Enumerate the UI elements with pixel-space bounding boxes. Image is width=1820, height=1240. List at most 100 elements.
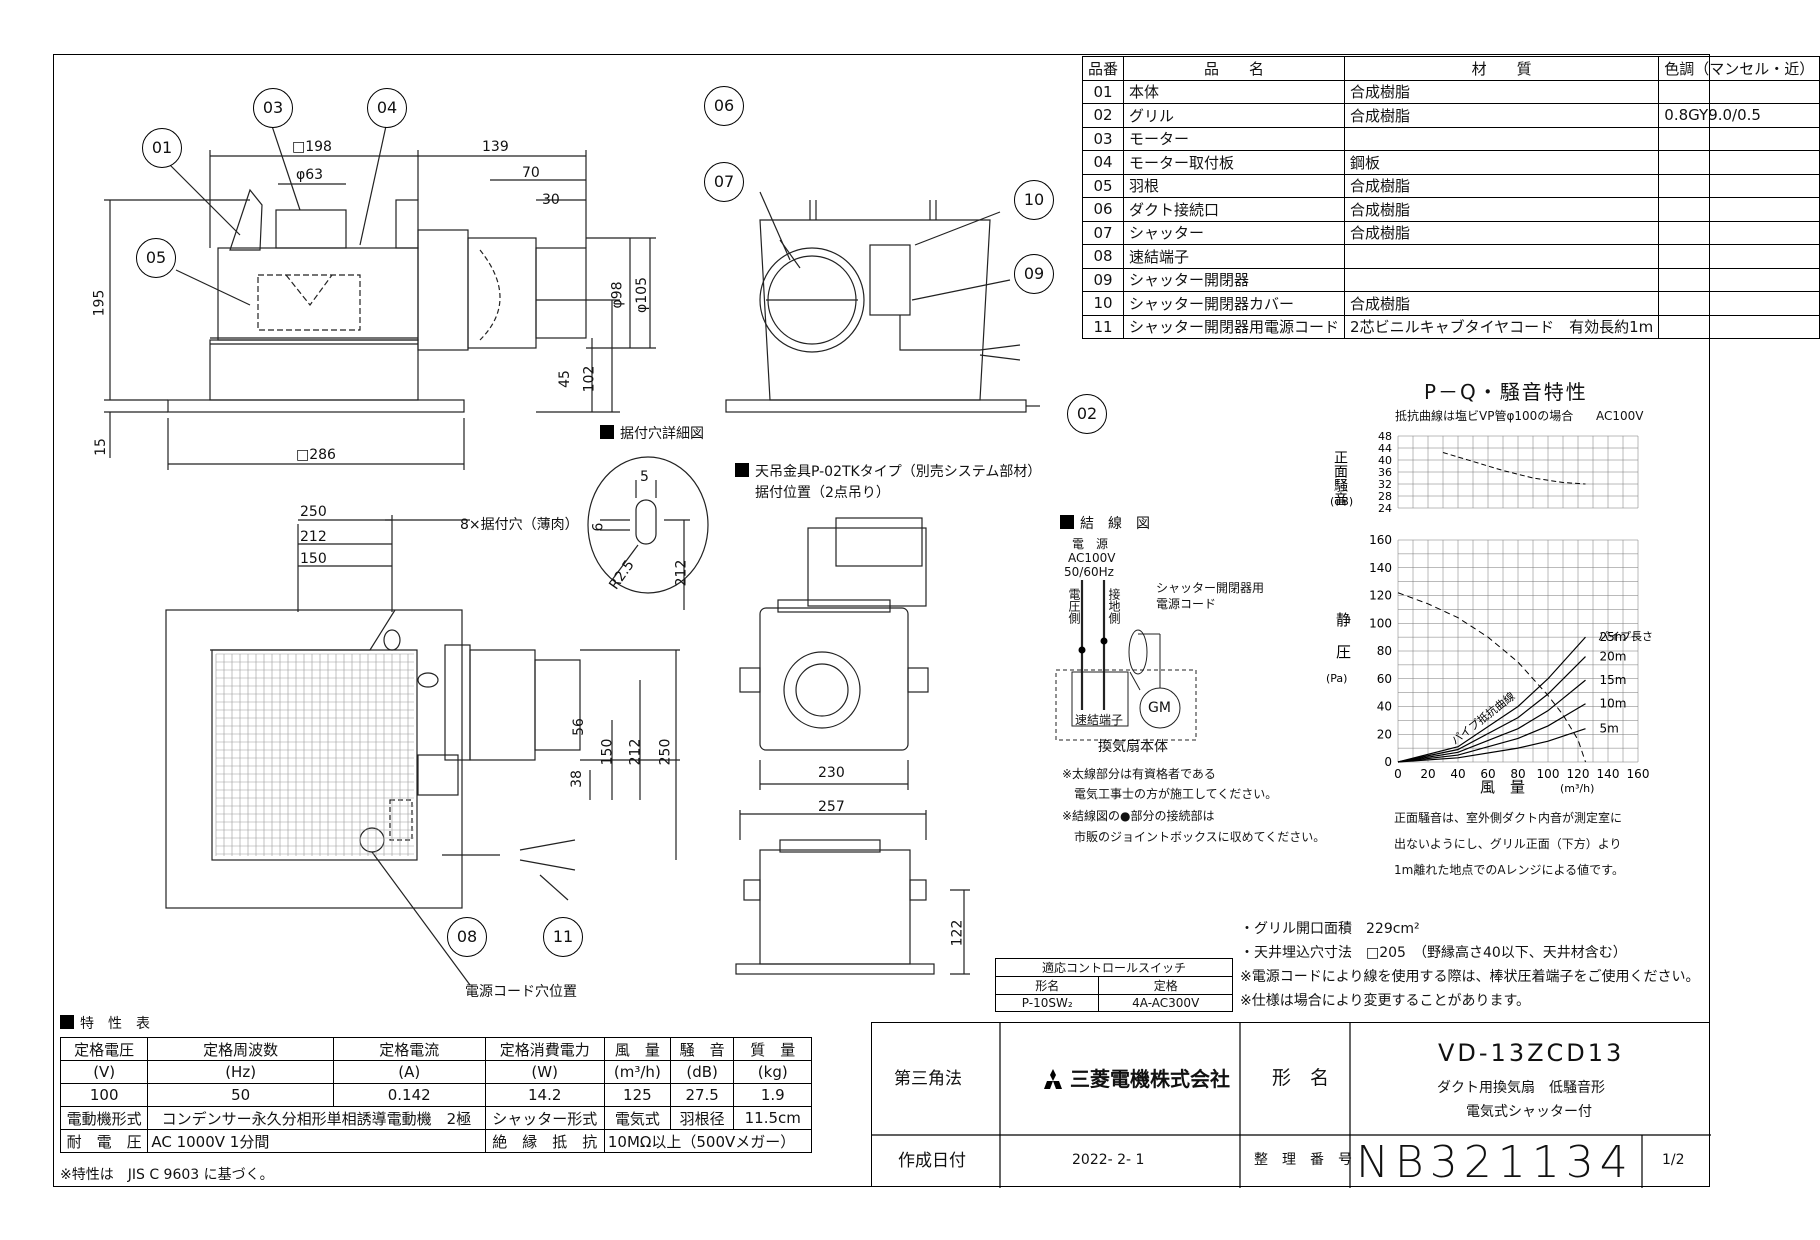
wiring-motor: GM — [1148, 700, 1171, 716]
pq-ytick: 100 — [1369, 616, 1392, 630]
dim-139: 139 — [482, 139, 509, 155]
part-material — [1344, 126, 1660, 151]
note-spec-change: ※仕様は場合により変更することがあります。 — [1240, 993, 1531, 1009]
pq-xtick: 0 — [1394, 767, 1402, 781]
spec-h2-3: (W) — [484, 1060, 605, 1084]
part-material: 合成樹脂 — [1344, 79, 1660, 104]
spec-h2-4: (m³/h) — [603, 1060, 671, 1084]
spec-h2-0: (V) — [59, 1060, 149, 1084]
pipe-label-15m: 15m — [1600, 673, 1627, 687]
pipe-curve-5m — [1397, 728, 1586, 763]
pq-ytick: 0 — [1384, 755, 1392, 769]
part-no: 01 — [1081, 79, 1125, 104]
pq-xtick: 140 — [1597, 767, 1620, 781]
pipe-curve-10m — [1397, 703, 1586, 763]
spec-blade-label: 羽根径 — [669, 1106, 735, 1130]
drawing-frame — [53, 54, 1710, 1187]
wiring-power-2: AC100V — [1068, 551, 1116, 565]
dim-286: □286 — [296, 447, 336, 463]
model-desc-1: ダクト用換気扇 低騒音形 — [1437, 1080, 1605, 1096]
part-color — [1658, 220, 1820, 245]
switch-model: P-10SW₂ — [994, 994, 1100, 1012]
dim-30: 30 — [542, 192, 560, 208]
wiring-cord-1: シャッター開閉器用 — [1156, 581, 1265, 595]
bubble-03: 03 — [253, 88, 293, 128]
bubble-06: 06 — [704, 86, 744, 126]
spec-blade-value: 11.5cm — [733, 1106, 812, 1130]
spec-h2-6: (kg) — [733, 1060, 812, 1084]
pipe-curve-15m — [1397, 679, 1586, 763]
noise-ytick: 44 — [1378, 442, 1392, 455]
pq-ytick: 60 — [1377, 672, 1392, 686]
pq-xtick: 100 — [1537, 767, 1560, 781]
pq-yunit: (Pa) — [1326, 672, 1347, 685]
cord-hole-label: 電源コード穴位置 — [465, 984, 577, 1000]
bottom-view — [165, 515, 680, 986]
wiring-power-3: 50/60Hz — [1064, 565, 1114, 579]
pq-curve — [1397, 592, 1586, 763]
pq-xtick: 80 — [1510, 767, 1525, 781]
note-ceiling-hole: ・天井埋込穴寸法 □205 （野縁高さ40以下、天井材含む） — [1240, 945, 1627, 961]
spec-insul-label: 絶 縁 抵 抗 — [484, 1129, 605, 1153]
part-color — [1658, 314, 1820, 339]
part-no: 03 — [1081, 126, 1125, 151]
spec-voltage-value: AC 1000V 1分間 — [147, 1129, 486, 1153]
part-no: 11 — [1081, 314, 1125, 339]
part-name: シャッター開閉器カバー — [1123, 291, 1346, 316]
hole-dim-5: 5 — [640, 469, 649, 485]
parts-header-material: 材 質 — [1344, 56, 1660, 81]
holes-label: 8×据付穴（薄肉） — [460, 517, 579, 533]
part-name: 本体 — [1123, 79, 1346, 104]
part-material: 2芯ビニルキャブタイヤコード 有効長約1m — [1344, 314, 1660, 339]
spec-v-6: 1.9 — [733, 1083, 812, 1107]
noise-yunit: (dB) — [1330, 495, 1353, 508]
bubble-07: 07 — [704, 162, 744, 202]
specs-table: 定格電圧 定格周波数 定格電流 定格消費電力 風 量 騒 音 質 量 (V) (… — [59, 1037, 813, 1153]
pq-xunit: (m³/h) — [1560, 782, 1594, 795]
chart-note: 抵抗曲線は塩ビVP管φ100の場合 — [1395, 409, 1574, 423]
mitsubishi-logo-icon — [1040, 1069, 1066, 1089]
part-color: 0.8GY9.0/0.5 — [1658, 103, 1820, 128]
bubble-02: 02 — [1067, 394, 1107, 434]
spec-h1-4: 風 量 — [603, 1037, 671, 1061]
pq-xlabel: 風 量 — [1480, 778, 1525, 796]
bubble-09: 09 — [1014, 254, 1054, 294]
date-value: 2022- 2- 1 — [1072, 1152, 1145, 1168]
pq-xtick: 60 — [1480, 767, 1495, 781]
front-view — [104, 125, 656, 470]
wiring-ground: 接地側 — [1107, 588, 1121, 624]
wiring-note-4: 市販のジョイントボックスに収めてください。 — [1074, 830, 1326, 844]
part-name: モーター — [1123, 126, 1346, 151]
spec-v-3: 14.2 — [484, 1083, 605, 1107]
part-material: 合成樹脂 — [1344, 197, 1660, 222]
part-color — [1658, 291, 1820, 316]
part-material: 合成樹脂 — [1344, 220, 1660, 245]
dim-63: φ63 — [296, 167, 324, 183]
switch-header-model: 形名 — [994, 976, 1100, 995]
pq-ytick: 160 — [1369, 533, 1392, 547]
dim-212-h: 212 — [300, 529, 327, 545]
spec-insul-value: 10MΩ以上（500Vメガー） — [603, 1129, 813, 1153]
part-name: シャッター開閉器 — [1123, 267, 1346, 292]
part-no: 09 — [1081, 267, 1125, 292]
noise-ytick: 32 — [1378, 478, 1392, 491]
wiring-note-1: ※太線部分は有資格者である — [1062, 767, 1216, 781]
chart-voltage: AC100V — [1596, 409, 1644, 423]
switch-rating: 4A-AC300V — [1098, 994, 1233, 1012]
wiring-diagram — [1055, 580, 1197, 741]
noise-ytick: 48 — [1378, 430, 1392, 443]
page-number: 1/2 — [1662, 1152, 1685, 1168]
spec-motor-value: コンデンサー永久分相形単相誘導電動機 2極 — [147, 1106, 486, 1130]
bubble-10: 10 — [1014, 180, 1054, 220]
hanger-title: 天吊金具P-02TKタイプ（別売システム部材） — [735, 463, 1041, 479]
pq-ytick: 40 — [1377, 700, 1392, 714]
hole-detail — [587, 456, 709, 610]
wiring-terminal: 速結端子 — [1075, 713, 1124, 727]
pq-xtick: 160 — [1627, 767, 1650, 781]
grille-mesh — [215, 653, 414, 856]
